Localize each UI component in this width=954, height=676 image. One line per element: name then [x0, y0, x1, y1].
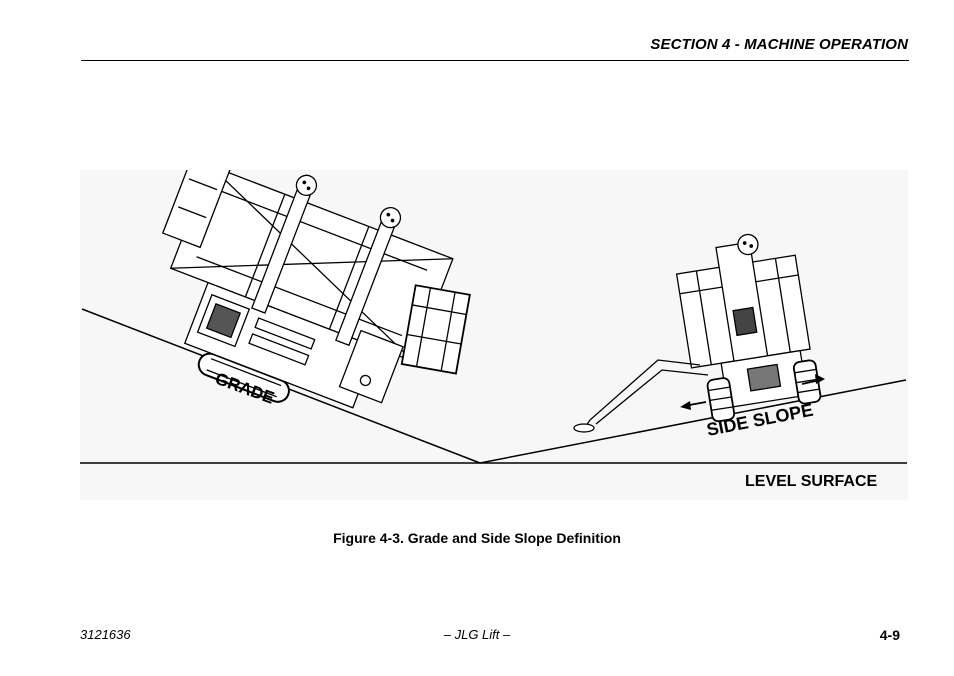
figure-drawing: GRADE SIDE SLOPE LEVEL SURFACE — [80, 170, 908, 500]
footer-page-number: 4-9 — [879, 627, 900, 643]
machine-on-side-slope-illustration — [573, 233, 825, 433]
section-title: SECTION 4 - MACHINE OPERATION — [650, 36, 908, 53]
figure-caption: Figure 4-3. Grade and Side Slope Definit… — [333, 530, 621, 546]
machine-on-grade-illustration — [161, 170, 471, 409]
slope-direction-arrows — [680, 374, 825, 410]
grade-side-slope-figure: GRADE SIDE SLOPE LEVEL SURFACE — [80, 170, 908, 500]
header-divider — [81, 60, 909, 61]
footer-center-text: – JLG Lift – — [443, 627, 511, 642]
level-surface-label: LEVEL SURFACE — [745, 473, 878, 490]
footer-doc-number: 3121636 — [80, 627, 131, 642]
side-slope-line — [479, 379, 907, 464]
